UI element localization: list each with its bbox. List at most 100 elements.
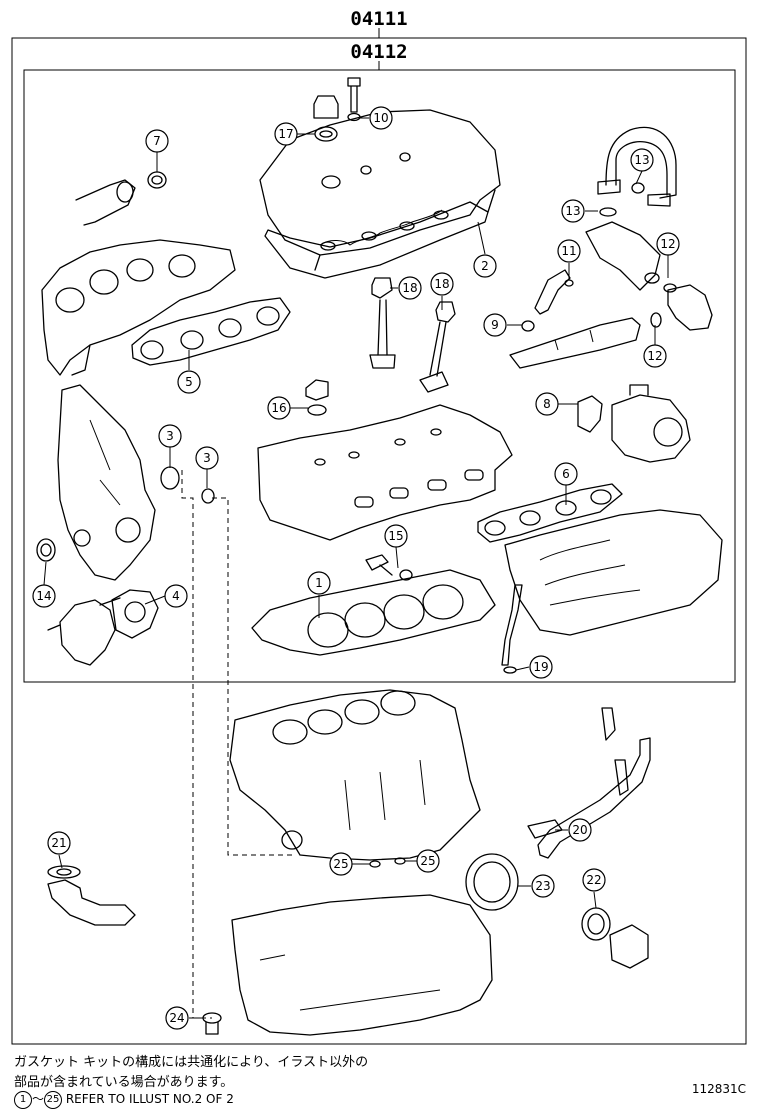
oil-filter-union <box>609 924 649 969</box>
callout-25a: 25 <box>329 852 353 876</box>
callout-20: 20 <box>568 818 592 842</box>
callout-23: 23 <box>531 874 555 898</box>
callout-24-label: 24 <box>169 1011 184 1025</box>
callout-18b: 18 <box>430 272 454 296</box>
dashed-lead-block <box>212 497 296 856</box>
callout-18b-label: 18 <box>434 277 449 291</box>
rear-oil-seal <box>465 853 519 911</box>
injector-seal <box>521 320 535 332</box>
callout-25a-label: 25 <box>333 857 348 871</box>
cover-bolt <box>347 77 361 122</box>
callout-3b: 3 <box>195 446 219 470</box>
callout-16: 16 <box>267 396 291 420</box>
spark-plug-tube-gasket <box>305 379 329 416</box>
callout-13a: 13 <box>630 148 654 172</box>
callout-7: 7 <box>145 129 169 153</box>
callout-2-label: 2 <box>481 259 489 273</box>
callout-12b-label: 12 <box>647 349 662 363</box>
crankshaft-front-seal <box>36 538 56 562</box>
callout-5: 5 <box>177 370 201 394</box>
callout-4: 4 <box>164 584 188 608</box>
note-jp-line2: 部品が含まれている場合があります。 <box>14 1075 234 1090</box>
bypass-pipe-gasket <box>527 819 563 839</box>
callout-11: 11 <box>557 239 581 263</box>
callout-1: 1 <box>307 571 331 595</box>
callout-1-label: 1 <box>315 576 323 590</box>
figure-id: 112831C <box>691 1082 746 1096</box>
intake-manifold <box>504 509 723 636</box>
callout-10: 10 <box>369 106 393 130</box>
fuel-rail <box>509 317 641 369</box>
o-ring-3b <box>201 488 215 504</box>
callout-9-label: 9 <box>491 318 499 332</box>
note-refer: 1～25 REFER TO ILLUST NO.2 OF 2 <box>14 1090 234 1109</box>
part-number-outer: 04111 <box>350 8 407 30</box>
callout-18a-label: 18 <box>402 281 417 295</box>
inner-kit-frame <box>23 69 736 683</box>
dashed-lead-3 <box>181 470 212 1019</box>
water-bypass-pipe <box>537 707 651 859</box>
throttle-body-gasket <box>577 395 603 433</box>
callout-11-label: 11 <box>561 244 576 258</box>
cylinder-head-gasket <box>251 569 496 656</box>
note-jp-line1: ガスケット キットの構成には共通化により、イラスト以外の <box>14 1055 369 1070</box>
oil-strainer <box>47 865 136 926</box>
throttle-body <box>611 384 691 463</box>
callout-6: 6 <box>554 462 578 486</box>
callout-15: 15 <box>384 524 408 548</box>
callout-3b-label: 3 <box>203 451 211 465</box>
callout-17-label: 17 <box>278 127 293 141</box>
callout-9: 9 <box>483 313 507 337</box>
callout-21: 21 <box>47 831 71 855</box>
callout-22: 22 <box>582 868 606 892</box>
pcv-valve-assembly <box>585 221 661 291</box>
callout-15-label: 15 <box>388 529 403 543</box>
callout-7-label: 7 <box>153 134 161 148</box>
callout-13b-label: 13 <box>565 204 580 218</box>
exhaust-manifold-gasket <box>131 297 291 366</box>
callout-14: 14 <box>32 584 56 608</box>
fuel-injector <box>534 269 574 315</box>
refer-separator: ～ <box>32 1092 45 1106</box>
callout-8: 8 <box>535 392 559 416</box>
cam-bolt-seal <box>365 554 413 581</box>
pcv-hose <box>597 126 677 207</box>
part-number-inner: 04112 <box>350 41 407 63</box>
oil-filler-cap <box>313 95 339 142</box>
oil-pan <box>231 894 493 1036</box>
callout-2: 2 <box>473 254 497 278</box>
exhaust-manifold <box>41 239 236 376</box>
callout-6-label: 6 <box>562 467 570 481</box>
head-cover-gasket <box>264 201 489 279</box>
callout-20-label: 20 <box>572 823 587 837</box>
callout-4-label: 4 <box>172 589 180 603</box>
exhaust-pipe-upper <box>75 171 167 226</box>
intake-manifold-gasket <box>477 483 623 543</box>
refer-to-circle: 25 <box>44 1090 63 1109</box>
callout-23-label: 23 <box>535 879 550 893</box>
callout-19: 19 <box>529 655 553 679</box>
callout-19-label: 19 <box>533 660 548 674</box>
callout-25b-label: 25 <box>420 854 435 868</box>
refer-text: REFER TO ILLUST NO.2 OF 2 <box>65 1092 234 1106</box>
callout-10-label: 10 <box>373 111 388 125</box>
callout-8-label: 8 <box>543 397 551 411</box>
callout-21-label: 21 <box>51 836 66 850</box>
callout-24: 24 <box>165 1006 189 1030</box>
oil-drain-plug <box>202 1012 222 1035</box>
timing-chain-cover <box>57 384 156 581</box>
callout-3a-label: 3 <box>166 429 174 443</box>
callout-12a: 12 <box>656 232 680 256</box>
callout-22-label: 22 <box>586 873 601 887</box>
valve <box>419 301 456 393</box>
callout-14-label: 14 <box>36 589 51 603</box>
outer-kit-frame <box>11 37 747 1045</box>
callout-3a: 3 <box>158 424 182 448</box>
callout-12a-label: 12 <box>660 237 675 251</box>
callout-16-label: 16 <box>271 401 286 415</box>
callout-18a: 18 <box>398 276 422 300</box>
o-ring-3a <box>160 466 180 490</box>
refer-from-circle: 1 <box>14 1090 32 1109</box>
valve-stem-seal <box>369 277 396 369</box>
